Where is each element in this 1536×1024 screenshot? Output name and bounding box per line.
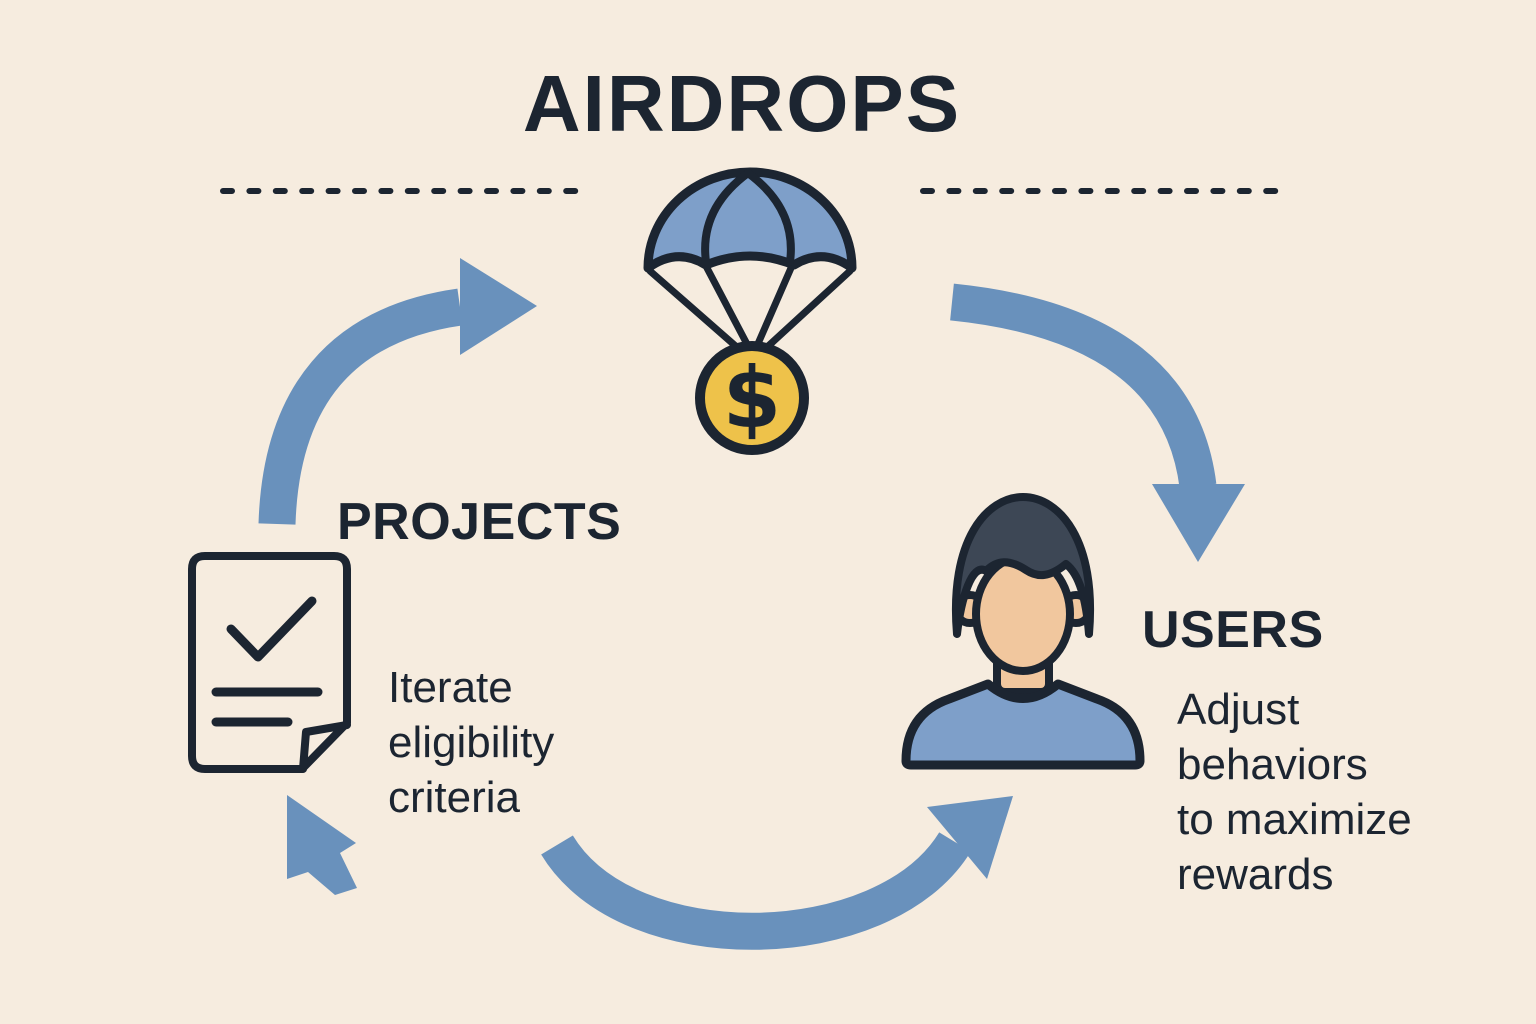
users-note: Adjust behaviors to maximize rewards: [1177, 685, 1412, 899]
parachute-canopy: [643, 167, 857, 273]
parachute-coin-icon: $: [643, 167, 857, 455]
cursor-arrow-up-left-icon: [287, 795, 357, 895]
page-title: AIRDROPS: [522, 59, 962, 148]
person-icon: [901, 493, 1145, 770]
document-folded-corner: [299, 721, 351, 773]
checklist-document-icon: [188, 552, 351, 773]
projects-label: PROJECTS: [337, 493, 622, 551]
arrowhead-down-icon: [1152, 484, 1245, 562]
arrowhead-right-icon: [460, 258, 537, 355]
parachute-strings: [646, 264, 854, 353]
parachute-rib-left: [701, 169, 752, 266]
projects-note: Iterate eligibility criteria: [388, 663, 555, 822]
person-shirt: [901, 679, 1145, 770]
parachute-rib-right: [744, 169, 795, 266]
dollar-symbol: $: [723, 349, 781, 447]
arrow-projects-to-airdrop: [258, 258, 537, 525]
arrow-airdrop-to-users: [950, 283, 1245, 562]
arrowhead-up-right-icon: [927, 796, 1013, 879]
person-hair: [951, 493, 1095, 638]
arrow-users-to-projects: [541, 796, 1013, 950]
users-label: USERS: [1142, 601, 1324, 659]
dollar-coin-icon: [695, 341, 809, 455]
document-outline: [188, 552, 351, 773]
checkmark-icon: [226, 596, 317, 662]
